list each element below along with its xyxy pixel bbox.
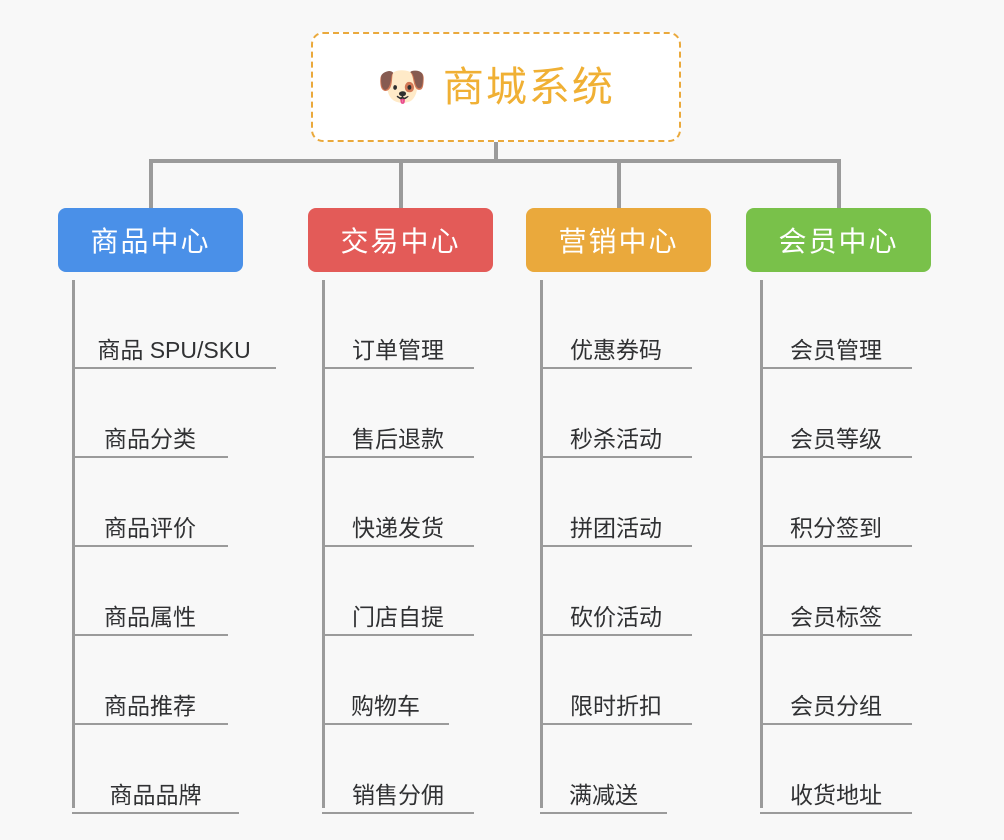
list-item[interactable]: 积分签到 (760, 458, 912, 547)
list-item[interactable]: 商品 SPU/SKU (72, 280, 276, 369)
spine-trade-center (322, 280, 325, 808)
list-item[interactable]: 优惠券码 (540, 280, 692, 369)
leaf-label: 销售分佣 (352, 781, 444, 808)
drop-connector-trade-center (399, 159, 403, 208)
category-box-product-center[interactable]: 商品中心 (58, 208, 243, 272)
list-item[interactable]: 会员标签 (760, 547, 912, 636)
list-item[interactable]: 砍价活动 (540, 547, 692, 636)
list-item[interactable]: 订单管理 (322, 280, 474, 369)
drop-connector-member-center (837, 159, 841, 208)
root-node-mall-system[interactable]: 🐶 商城系统 (311, 32, 681, 142)
leaf-label: 砍价活动 (570, 603, 662, 630)
drop-connector-product-center (149, 159, 153, 208)
leaf-label: 购物车 (351, 692, 420, 719)
leaf-label: 收货地址 (790, 781, 882, 808)
category-label-product-center: 商品中心 (90, 226, 211, 257)
leaf-label: 拼团活动 (570, 514, 662, 541)
list-item[interactable]: 销售分佣 (322, 725, 474, 814)
spine-product-center (72, 280, 75, 808)
root-node-title: 商城系统 (442, 63, 615, 110)
leaf-label: 限时折扣 (570, 692, 662, 719)
leaf-label: 会员分组 (790, 692, 882, 719)
category-box-trade-center[interactable]: 交易中心 (308, 208, 493, 272)
list-item[interactable]: 商品推荐 (72, 636, 228, 725)
list-item[interactable]: 门店自提 (322, 547, 474, 636)
list-item[interactable]: 会员管理 (760, 280, 912, 369)
leaf-label: 门店自提 (352, 603, 444, 630)
category-label-marketing-center: 营销中心 (558, 226, 679, 257)
leaf-label: 售后退款 (352, 425, 444, 452)
category-box-member-center[interactable]: 会员中心 (746, 208, 931, 272)
shiba-dog-face-icon: 🐶 (377, 65, 427, 109)
list-item[interactable]: 会员分组 (760, 636, 912, 725)
leaf-label: 订单管理 (352, 336, 444, 363)
leaf-label: 商品 SPU/SKU (97, 336, 251, 363)
list-item[interactable]: 会员等级 (760, 369, 912, 458)
list-item[interactable]: 收货地址 (760, 725, 912, 814)
leaf-label: 商品品牌 (109, 781, 202, 808)
leaf-label: 商品分类 (104, 425, 196, 452)
leaf-label: 会员管理 (790, 336, 882, 363)
category-label-member-center: 会员中心 (778, 226, 899, 257)
list-item[interactable]: 商品分类 (72, 369, 228, 458)
list-item[interactable]: 秒杀活动 (540, 369, 692, 458)
drop-connector-marketing-center (617, 159, 621, 208)
list-item[interactable]: 购物车 (322, 636, 449, 725)
list-item[interactable]: 商品评价 (72, 458, 228, 547)
category-box-marketing-center[interactable]: 营销中心 (526, 208, 711, 272)
leaf-label: 优惠券码 (570, 336, 662, 363)
leaf-label: 会员标签 (790, 603, 882, 630)
list-item[interactable]: 商品品牌 (72, 725, 239, 814)
leaf-label: 快递发货 (352, 514, 444, 541)
leaf-label: 会员等级 (790, 425, 882, 452)
leaf-label: 商品推荐 (104, 692, 196, 719)
spine-member-center (760, 280, 763, 808)
leaf-label: 商品评价 (104, 514, 196, 541)
list-item[interactable]: 快递发货 (322, 458, 474, 547)
list-item[interactable]: 满减送 (540, 725, 667, 814)
leaf-label: 积分签到 (790, 514, 882, 541)
category-label-trade-center: 交易中心 (340, 226, 461, 257)
leaf-label: 秒杀活动 (570, 425, 662, 452)
list-item[interactable]: 售后退款 (322, 369, 474, 458)
leaf-label: 满减送 (569, 781, 638, 808)
list-item[interactable]: 限时折扣 (540, 636, 692, 725)
category-bus-line (149, 159, 841, 163)
list-item[interactable]: 拼团活动 (540, 458, 692, 547)
list-item[interactable]: 商品属性 (72, 547, 228, 636)
spine-marketing-center (540, 280, 543, 808)
leaf-label: 商品属性 (104, 603, 196, 630)
root-connector-stem (494, 142, 498, 163)
